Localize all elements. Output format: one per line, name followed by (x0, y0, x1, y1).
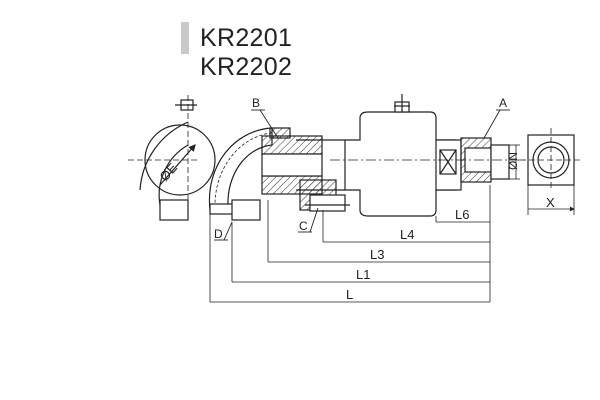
dim-l6-label: L6 (455, 207, 469, 222)
rotary-joint-housing (344, 94, 510, 217)
callout-a: A (499, 96, 507, 110)
dim-phi-n (509, 144, 520, 180)
callout-b: B (252, 96, 260, 110)
dim-l4-label: L4 (400, 227, 414, 242)
model-number-1: KR2201 (200, 24, 293, 52)
dim-x-label: X (546, 195, 555, 210)
dim-l-label: L (346, 287, 353, 302)
end-view-right (520, 128, 582, 215)
callout-d: D (214, 227, 223, 241)
dim-l1-label: L1 (356, 267, 370, 282)
callout-c: C (299, 219, 308, 233)
side-view-left (128, 95, 216, 221)
dim-l3-label: L3 (370, 247, 384, 262)
elbow-section (208, 127, 350, 221)
dimension-lines (209, 185, 491, 303)
title-accent-bar (181, 22, 189, 54)
model-number-2: KR2202 (200, 53, 293, 81)
dim-phi-e-label: ØE (156, 160, 180, 184)
callout-leaders (214, 109, 510, 241)
dim-phi-n-label: ØN (506, 152, 520, 170)
